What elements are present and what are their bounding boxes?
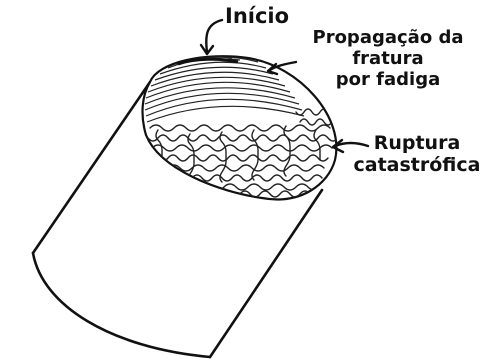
label-ruptura-line2: catastrófica bbox=[352, 154, 482, 176]
arrow-inicio bbox=[206, 20, 222, 52]
label-propagacao-line2: fratura bbox=[300, 48, 476, 69]
label-propagacao-line1: Propagação da bbox=[300, 27, 476, 48]
label-propagacao-line3: por fadiga bbox=[300, 69, 476, 90]
label-ruptura: Ruptura catastrófica bbox=[352, 132, 482, 177]
label-propagacao: Propagação da fratura por fadiga bbox=[300, 27, 476, 91]
label-inicio: Início bbox=[225, 4, 289, 29]
label-ruptura-line1: Ruptura bbox=[352, 132, 482, 154]
label-inicio-text: Início bbox=[225, 4, 289, 28]
